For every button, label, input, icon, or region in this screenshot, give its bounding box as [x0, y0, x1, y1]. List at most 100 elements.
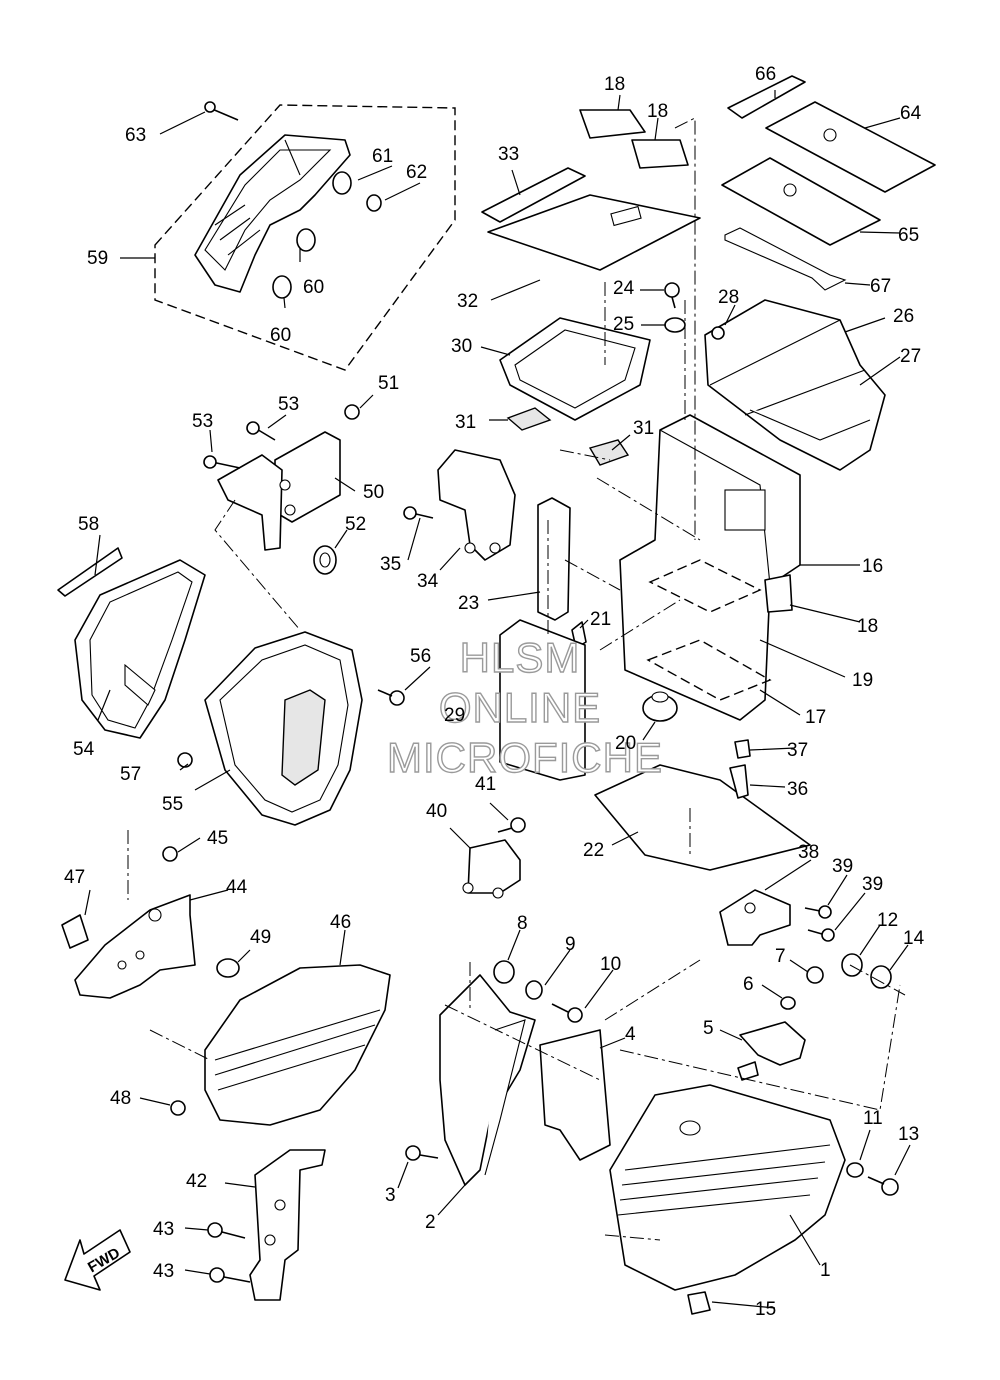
part-56-screw	[377, 689, 405, 706]
callout-27: 27	[900, 346, 921, 367]
part-34-bracket	[437, 449, 516, 561]
part-65-pouch	[721, 157, 881, 246]
callout-44: 44	[226, 877, 248, 898]
part-57-screw	[177, 752, 193, 768]
callout-65: 65	[898, 225, 919, 246]
part-10-screw	[551, 1003, 583, 1023]
part-8-grommet	[493, 960, 515, 984]
part-5-lock	[737, 1021, 806, 1081]
callout-49: 49	[250, 927, 271, 948]
callout-45: 45	[207, 828, 228, 849]
part-50-bracket	[217, 431, 341, 551]
callout-41: 41	[475, 774, 496, 795]
part-16-battery-case	[619, 414, 801, 721]
part-36-hose	[729, 764, 749, 799]
callout-5: 5	[703, 1018, 714, 1039]
callout-54: 54	[73, 739, 95, 760]
part-45-bolt	[162, 846, 178, 862]
part-49-grommet	[216, 958, 240, 978]
part-11-washer	[846, 1162, 864, 1178]
part-37-clip	[734, 739, 751, 759]
part-22-plate	[594, 764, 811, 871]
part-43-bolts	[207, 1222, 251, 1283]
fwd-arrow-icon: FWD	[64, 1229, 131, 1291]
callout-34: 34	[417, 571, 439, 592]
part-63-bolt	[204, 101, 239, 121]
callout-53b: 53	[192, 411, 213, 432]
callout-28: 28	[718, 287, 739, 308]
part-41-bolt	[497, 817, 526, 833]
callout-55: 55	[162, 794, 183, 815]
part-27-box-lid	[749, 409, 871, 441]
watermark-line-2: ONLINE	[439, 684, 601, 731]
callout-31a: 31	[455, 412, 476, 433]
callout-18b: 18	[647, 101, 668, 122]
part-39-bolts	[804, 905, 835, 942]
part-2-rail	[439, 974, 536, 1186]
callout-39b: 39	[862, 874, 883, 895]
watermark-line-1: HLSM	[460, 634, 581, 681]
part-62-collar	[366, 194, 382, 212]
part-7-bolt	[806, 966, 824, 984]
part-30-tray	[499, 317, 651, 421]
callout-66: 66	[755, 64, 776, 85]
part-32-cover	[487, 194, 701, 271]
part-59-cover	[194, 134, 351, 293]
callout-6: 6	[743, 974, 754, 995]
callout-17: 17	[805, 707, 826, 728]
part-54-side-cover	[74, 559, 206, 739]
part-18-labels	[579, 109, 793, 613]
callout-62: 62	[406, 162, 427, 183]
part-53-bolts	[203, 421, 276, 469]
part-17-pad	[646, 639, 772, 701]
callout-15: 15	[755, 1299, 776, 1320]
part-47-clamp	[61, 914, 89, 949]
part-46-cover	[204, 964, 391, 1126]
callout-60a: 60	[303, 277, 324, 298]
callout-24: 24	[613, 278, 635, 299]
callout-13: 13	[898, 1124, 919, 1145]
callout-35: 35	[380, 554, 401, 575]
part-40-bracket	[462, 839, 521, 899]
part-48-screw	[170, 1100, 186, 1116]
callout-43b: 43	[153, 1261, 174, 1282]
part-25-grommet	[664, 317, 686, 333]
callout-43a: 43	[153, 1219, 174, 1240]
callout-10: 10	[600, 954, 621, 975]
callout-18c: 18	[857, 616, 878, 637]
callout-32: 32	[457, 291, 478, 312]
callout-3: 3	[385, 1185, 396, 1206]
part-60-grommets	[272, 228, 316, 299]
callout-9: 9	[565, 934, 576, 955]
callout-16: 16	[862, 556, 883, 577]
part-9-collar	[525, 980, 543, 1000]
reference-lines	[444, 117, 906, 1241]
callout-39a: 39	[832, 856, 853, 877]
callout-61: 61	[372, 146, 393, 167]
callout-50: 50	[363, 482, 384, 503]
part-24-bolt	[664, 282, 680, 309]
callout-58: 58	[78, 514, 99, 535]
part-15-clip	[687, 1291, 711, 1315]
callout-18a: 18	[604, 74, 625, 95]
part-28-pin	[711, 326, 725, 340]
part-42-bracket	[249, 1149, 326, 1301]
part-12-grommet	[841, 953, 863, 977]
callout-60b: 60	[270, 325, 291, 346]
callout-67: 67	[870, 276, 891, 297]
callout-14: 14	[903, 928, 925, 949]
callout-46: 46	[330, 912, 351, 933]
watermark-line-3: MICROFICHE	[387, 734, 663, 781]
callout-56: 56	[410, 646, 431, 667]
part-58-emblem	[57, 547, 123, 597]
part-35-screw	[403, 506, 434, 520]
part-19-pad	[648, 559, 762, 613]
part-6-washer	[780, 996, 796, 1010]
callout-29: 29	[444, 705, 465, 726]
part-38-bracket	[719, 889, 791, 946]
callout-57: 57	[120, 764, 141, 785]
callout-26: 26	[893, 306, 914, 327]
group-59-outline	[120, 104, 456, 371]
